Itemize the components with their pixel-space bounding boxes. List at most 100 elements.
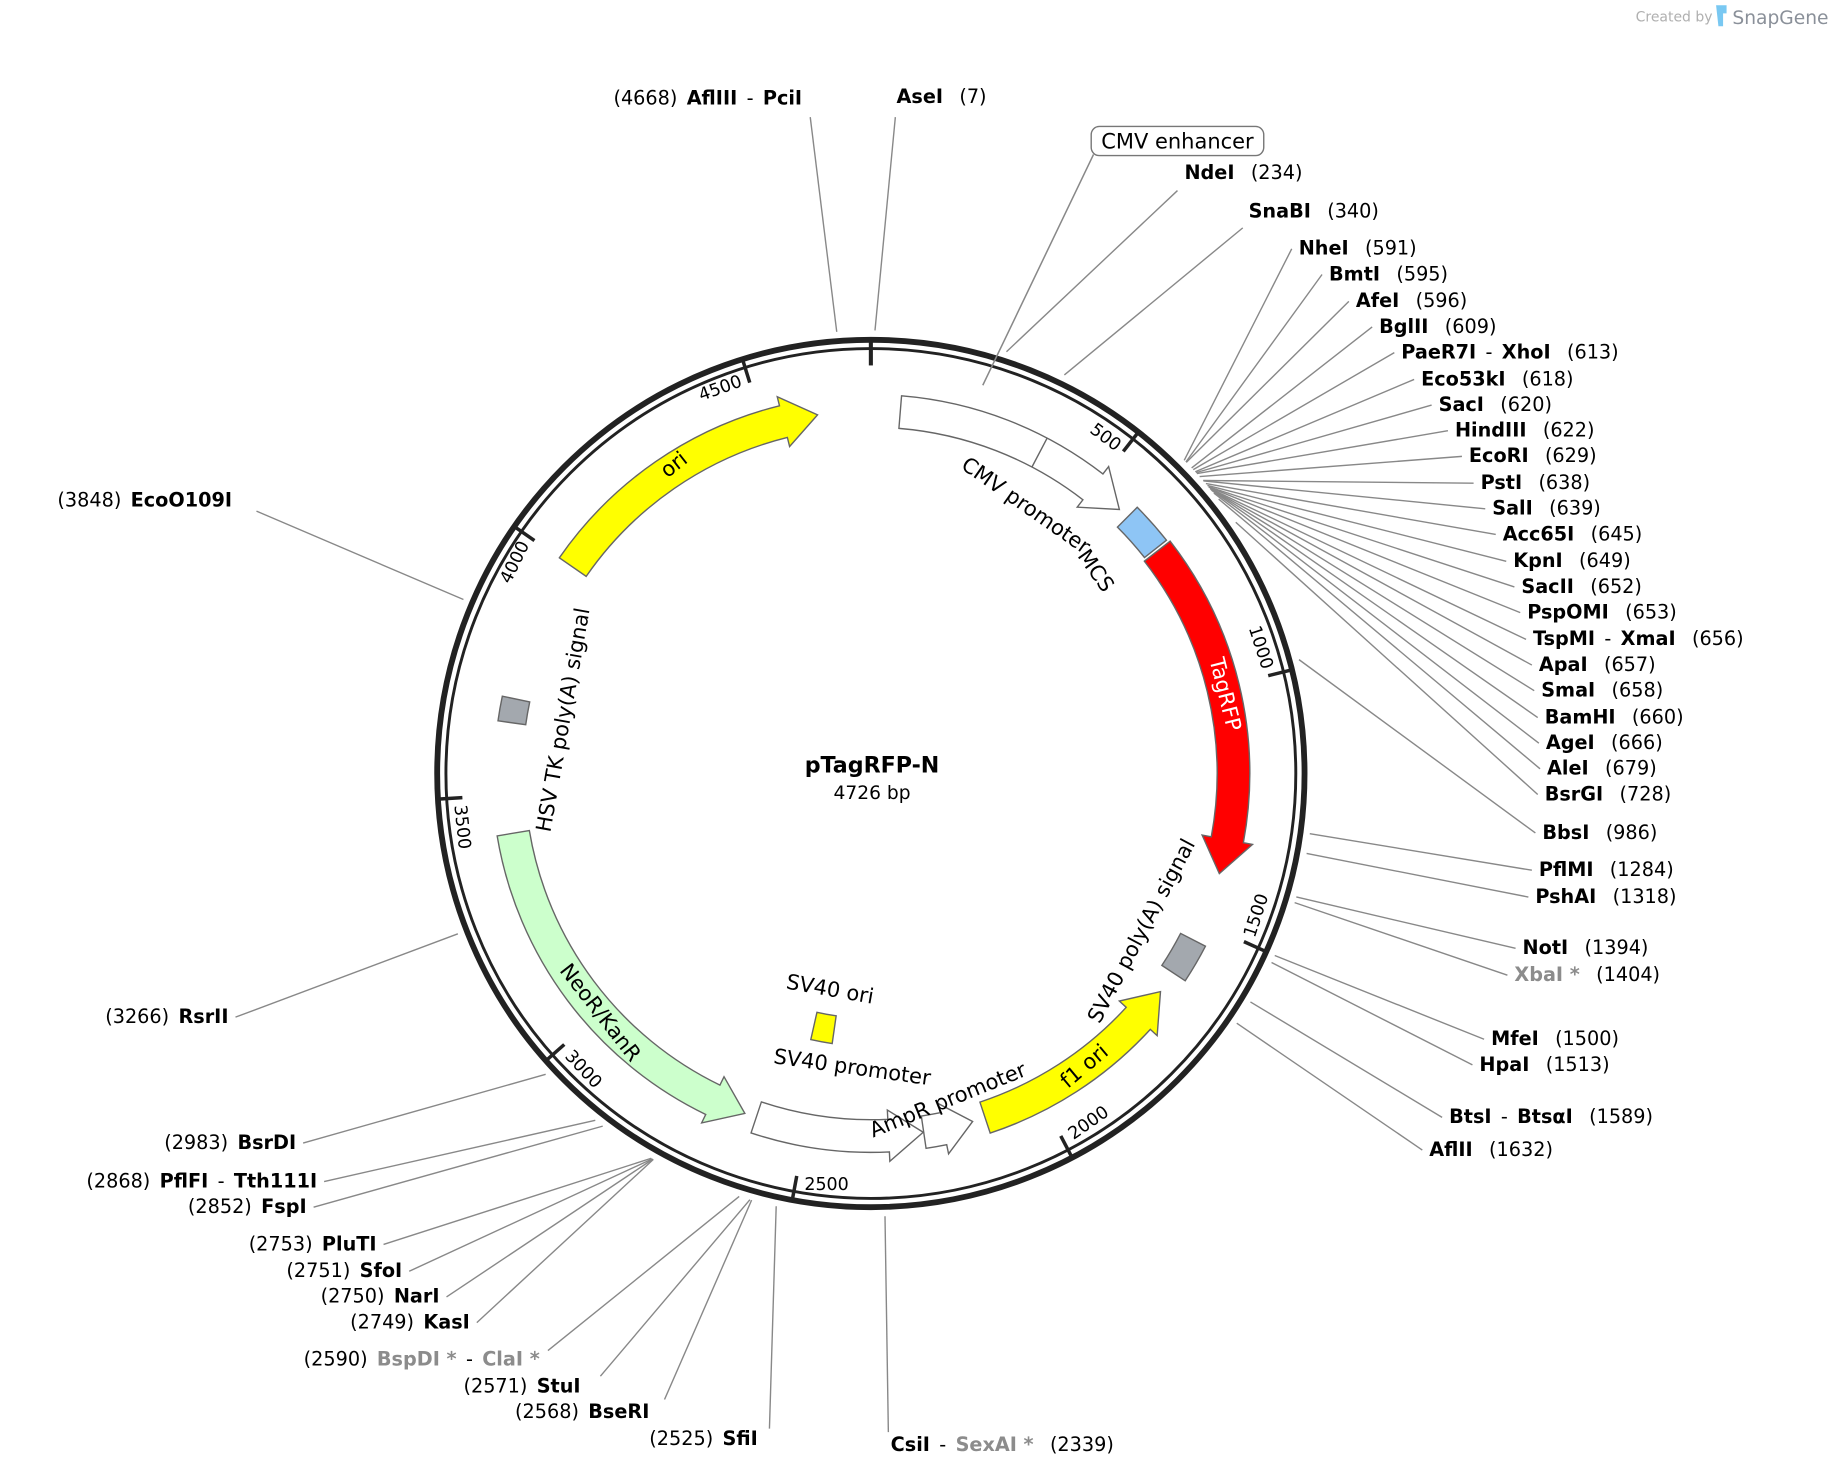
enzyme-site-pspomi[interactable]: PspOMI(653)	[1527, 600, 1677, 623]
enzyme-site-csii[interactable]: CsiI-SexAI *(2339)	[891, 1433, 1114, 1456]
enzyme-name: BbsI	[1542, 821, 1589, 844]
enzyme-site-agei[interactable]: AgeI(666)	[1546, 731, 1663, 754]
enzyme-site-acc65i[interactable]: Acc65I(645)	[1503, 522, 1643, 545]
tick-label: 1500	[1240, 891, 1273, 939]
enzyme-site-pflfi[interactable]: (2868)PflFI-Tth111I	[86, 1169, 317, 1192]
enzyme-site-nhei[interactable]: NheI(591)	[1299, 237, 1417, 260]
enzyme-site-kpni[interactable]: KpnI(649)	[1513, 549, 1630, 572]
feature-ori[interactable]	[558, 395, 819, 578]
enzyme-leader-line	[1183, 248, 1293, 461]
enzyme-site-pluti[interactable]: (2753)PluTI	[249, 1232, 377, 1255]
feature-label-sv40-ori[interactable]: SV40 ori	[785, 970, 876, 1009]
enzyme-site-smai[interactable]: SmaI(658)	[1541, 679, 1663, 702]
enzyme-site-aflii[interactable]: AflII(1632)	[1429, 1138, 1553, 1161]
enzyme-leader-line	[256, 510, 464, 601]
enzyme-site-bsrgi[interactable]: BsrGI(728)	[1545, 782, 1672, 805]
enzyme-site-bspdi[interactable]: (2590)BspDI *-ClaI *	[304, 1348, 540, 1371]
enzyme-leader-line	[1196, 430, 1449, 475]
enzyme-site-tspmi[interactable]: TspMI-XmaI(656)	[1533, 627, 1744, 650]
feature-sv40-poly-a-signal[interactable]	[1160, 932, 1207, 982]
cmv-enhancer-label[interactable]: CMV enhancer	[1101, 130, 1254, 154]
name-separator: -	[747, 86, 754, 109]
enzyme-site-saci[interactable]: SacI(620)	[1439, 393, 1552, 416]
site-position: (666)	[1611, 731, 1663, 754]
enzyme-site-bsrdi[interactable]: (2983)BsrDI	[164, 1131, 296, 1154]
enzyme-site-asei[interactable]: AseI(7)	[897, 85, 987, 108]
enzyme-name: PciI	[763, 86, 802, 109]
enzyme-name: Tth111I	[234, 1169, 317, 1192]
enzyme-leader-line	[1306, 852, 1529, 898]
enzyme-site-pshai[interactable]: PshAI(1318)	[1535, 885, 1676, 908]
feature-label-hsv-tk-polya[interactable]: HSV TK poly(A) signal	[532, 606, 595, 834]
enzyme-site-rsrii[interactable]: (3266)RsrII	[105, 1005, 228, 1028]
enzyme-site-pflmi[interactable]: PflMI(1284)	[1539, 858, 1674, 881]
enzyme-site-psti[interactable]: PstI(638)	[1481, 471, 1591, 494]
enzyme-name: ApaI	[1539, 653, 1588, 676]
feature-label-neor-kanr[interactable]: NeoR/KanR	[555, 959, 646, 1066]
enzyme-site-eco53ki[interactable]: Eco53kI(618)	[1421, 367, 1573, 390]
name-separator: -	[1501, 1105, 1508, 1128]
feature-sv40-promoter[interactable]	[750, 1101, 925, 1163]
cmv-enhancer-callout[interactable]: CMV enhancer	[982, 125, 1265, 386]
enzyme-site-bmti[interactable]: BmtI(595)	[1329, 262, 1448, 285]
feature-f1-ori[interactable]	[979, 990, 1162, 1134]
enzyme-site-alei[interactable]: AleI(679)	[1547, 757, 1657, 780]
enzyme-site-sali[interactable]: SalI(639)	[1492, 497, 1601, 520]
enzyme-site-paer7i[interactable]: PaeR7I-XhoI(613)	[1401, 340, 1618, 363]
site-position: (2568)	[515, 1400, 579, 1423]
enzyme-name: PspOMI	[1527, 600, 1609, 623]
enzyme-site-sfoi[interactable]: (2751)SfoI	[286, 1259, 402, 1282]
feature-tagrfp[interactable]	[1143, 540, 1255, 875]
enzyme-leader-line	[1236, 1022, 1423, 1151]
enzyme-site-mfei[interactable]: MfeI(1500)	[1491, 1027, 1619, 1050]
enzyme-site-btsi[interactable]: BtsI-BtsαI(1589)	[1449, 1105, 1653, 1128]
ruler-tick	[740, 358, 752, 384]
enzyme-leader-line	[383, 1157, 652, 1246]
feature-sv40-ori[interactable]	[809, 1011, 837, 1045]
name-separator: -	[939, 1433, 946, 1456]
enzyme-site-ecori[interactable]: EcoRI(629)	[1469, 444, 1597, 467]
enzyme-leader-line	[476, 1158, 654, 1324]
enzyme-name: AleI	[1547, 757, 1589, 780]
enzyme-name: Acc65I	[1503, 522, 1575, 545]
enzyme-site-fspi[interactable]: (2852)FspI	[188, 1195, 307, 1218]
enzyme-name: PstI	[1481, 471, 1523, 494]
enzyme-site-sacii[interactable]: SacII(652)	[1521, 575, 1642, 598]
feature-neor-kanr[interactable]	[496, 829, 746, 1124]
enzyme-site-ndei[interactable]: NdeI(234)	[1184, 161, 1302, 184]
enzyme-site-bseri[interactable]: (2568)BseRI	[515, 1400, 649, 1423]
enzyme-site-xbai[interactable]: XbaI *(1404)	[1514, 963, 1660, 986]
enzyme-site-bbsi[interactable]: BbsI(986)	[1542, 821, 1657, 844]
enzyme-leader-line	[1063, 227, 1244, 376]
enzyme-leader-line	[1195, 404, 1432, 474]
enzyme-site-kasi[interactable]: (2749)KasI	[350, 1310, 470, 1333]
enzyme-site-afei[interactable]: AfeI(596)	[1356, 289, 1467, 312]
enzyme-site-nari[interactable]: (2750)NarI	[321, 1285, 440, 1308]
enzyme-site-bglii[interactable]: BglII(609)	[1379, 315, 1496, 338]
feature-mcs[interactable]	[1116, 506, 1168, 559]
enzyme-name: HpaI	[1479, 1053, 1529, 1076]
enzyme-leader-line	[1213, 492, 1540, 744]
enzyme-site-ecoo109i[interactable]: (3848)EcoO109I	[57, 489, 232, 512]
enzyme-site-sfii[interactable]: (2525)SfiI	[649, 1427, 757, 1450]
feature-label-mcs[interactable]: MCS	[1073, 545, 1119, 596]
enzyme-leader-line	[599, 1199, 751, 1377]
enzyme-site-snabi[interactable]: SnaBI(340)	[1249, 199, 1379, 222]
enzyme-site-apai[interactable]: ApaI(657)	[1539, 653, 1656, 676]
enzyme-leader-line	[768, 1206, 777, 1429]
enzyme-name: PflFI	[160, 1169, 209, 1192]
enzyme-name: SfiI	[723, 1427, 758, 1450]
enzyme-leader-lines	[235, 117, 1541, 1433]
enzyme-site-afliii[interactable]: (4668)AflIII-PciI	[613, 86, 802, 109]
enzyme-site-stui[interactable]: (2571)StuI	[463, 1375, 580, 1398]
enzyme-site-hpai[interactable]: HpaI(1513)	[1479, 1053, 1609, 1076]
enzyme-site-noti[interactable]: NotI(1394)	[1523, 936, 1649, 959]
feature-hsv-tk-poly-a-signal[interactable]	[497, 695, 531, 726]
enzyme-site-bamhi[interactable]: BamHI(660)	[1545, 705, 1684, 728]
feature-cmv-promoter[interactable]	[898, 395, 1121, 511]
feature-label-sv40-promoter[interactable]: SV40 promoter	[772, 1044, 932, 1090]
feature-ampr-promoter[interactable]	[920, 1102, 974, 1156]
enzyme-name: EcoRI	[1469, 444, 1529, 467]
enzyme-site-hindiii[interactable]: HindIII(622)	[1455, 419, 1595, 442]
